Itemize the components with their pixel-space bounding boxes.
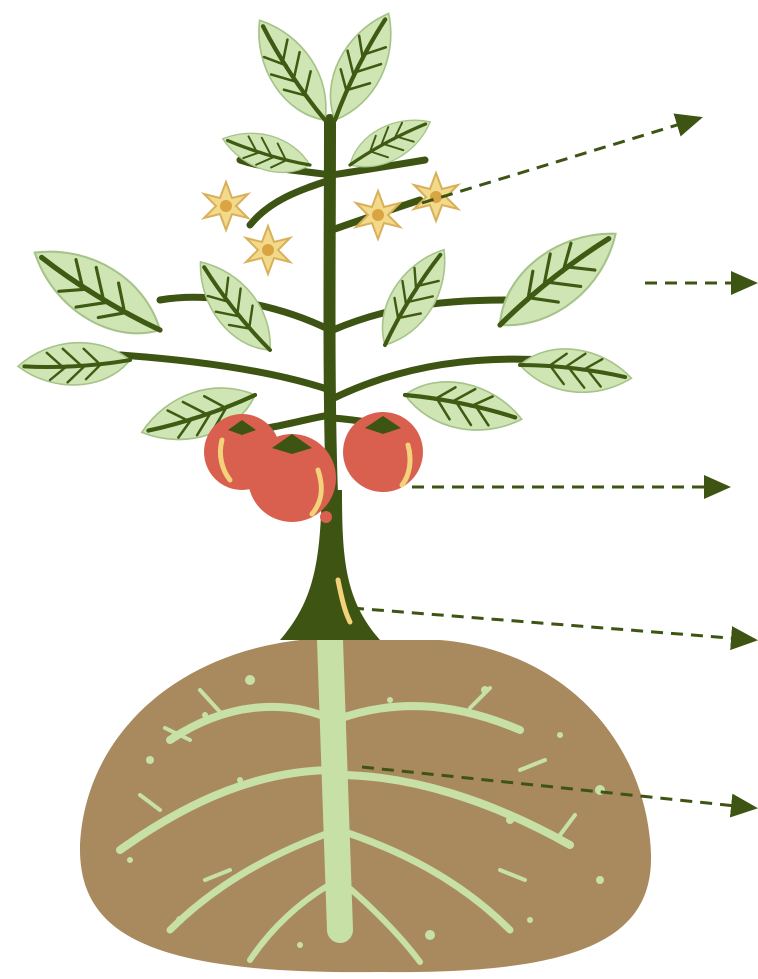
fruits	[204, 412, 423, 523]
soil-mound	[80, 640, 651, 972]
arrow-flower	[422, 118, 700, 203]
arrow-stem	[352, 608, 755, 640]
